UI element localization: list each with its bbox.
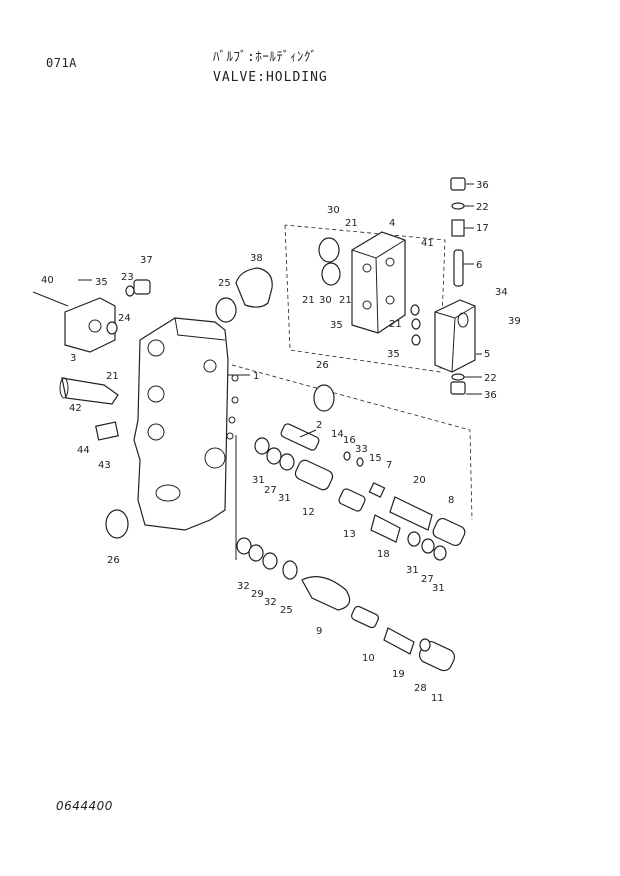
callout-4: 4 — [389, 218, 395, 229]
callout-25: 25 — [280, 605, 293, 616]
o-rings — [105, 237, 447, 652]
callout-44: 44 — [77, 445, 90, 456]
plate-43 — [95, 421, 119, 441]
spindle-42 — [59, 377, 119, 405]
callout-21: 21 — [339, 295, 352, 306]
title-english: VALVE:HOLDING — [213, 70, 328, 85]
callout-27: 27 — [421, 574, 434, 585]
callout-31: 31 — [252, 475, 265, 486]
callout-32: 32 — [264, 597, 277, 608]
callout-36: 36 — [484, 390, 497, 401]
callout-31: 31 — [278, 493, 291, 504]
callout-30: 30 — [327, 205, 340, 216]
callout-33: 33 — [355, 444, 368, 455]
callout-26: 26 — [316, 360, 329, 371]
callout-22: 22 — [484, 373, 497, 384]
callout-1: 1 — [253, 371, 259, 382]
callout-16: 16 — [343, 435, 356, 446]
callout-42: 42 — [69, 403, 82, 414]
callout-5: 5 — [484, 349, 490, 360]
page-code: 071A — [46, 56, 77, 70]
end-cap-38 — [235, 267, 273, 308]
callout-20: 20 — [413, 475, 426, 486]
callout-35: 35 — [330, 320, 343, 331]
callout-41: 41 — [421, 238, 434, 249]
callout-26: 26 — [107, 555, 120, 566]
section-boundary — [231, 364, 473, 521]
callout-2: 2 — [316, 420, 322, 431]
callout-3: 3 — [70, 353, 76, 364]
title-japanese: ﾊﾞﾙﾌﾞ:ﾎｰﾙﾃﾞｨﾝｸﾞ — [213, 50, 318, 65]
callout-21: 21 — [345, 218, 358, 229]
callout-19: 19 — [392, 669, 405, 680]
callout-40: 40 — [41, 275, 54, 286]
callout-37: 37 — [140, 255, 153, 266]
callout-23: 23 — [121, 272, 134, 283]
callout-15: 15 — [369, 453, 382, 464]
callout-8: 8 — [448, 495, 454, 506]
callout-21: 21 — [302, 295, 315, 306]
callout-30: 30 — [319, 295, 332, 306]
callout-14: 14 — [331, 429, 344, 440]
callout-39: 39 — [508, 316, 521, 327]
callout-24: 24 — [118, 313, 131, 324]
callout-18: 18 — [377, 549, 390, 560]
side-block — [32, 279, 151, 353]
callout-6: 6 — [476, 260, 482, 271]
callout-9: 9 — [316, 626, 322, 637]
drawing-number: 0644400 — [56, 799, 113, 813]
callout-10: 10 — [362, 653, 375, 664]
callout-36: 36 — [476, 180, 489, 191]
callout-11: 11 — [431, 693, 444, 704]
callout-17: 17 — [476, 223, 489, 234]
callout-12: 12 — [302, 507, 315, 518]
poppet-stack — [450, 177, 466, 395]
callout-13: 13 — [343, 529, 356, 540]
valve-body — [133, 317, 239, 531]
callout-27: 27 — [264, 485, 277, 496]
callout-43: 43 — [98, 460, 111, 471]
callout-35: 35 — [387, 349, 400, 360]
callout-28: 28 — [414, 683, 427, 694]
spool-parts — [280, 423, 466, 672]
valve-block — [434, 299, 476, 373]
callout-7: 7 — [386, 460, 392, 471]
callout-21: 21 — [389, 319, 402, 330]
callout-29: 29 — [251, 589, 264, 600]
callout-21: 21 — [106, 371, 119, 382]
cover-plate — [351, 231, 406, 334]
callout-32: 32 — [237, 581, 250, 592]
callout-25: 25 — [218, 278, 231, 289]
callout-34: 34 — [495, 287, 508, 298]
callout-31: 31 — [432, 583, 445, 594]
callout-35: 35 — [95, 277, 108, 288]
callout-38: 38 — [250, 253, 263, 264]
callout-22: 22 — [476, 202, 489, 213]
callout-31: 31 — [406, 565, 419, 576]
leader-lines — [78, 183, 482, 438]
